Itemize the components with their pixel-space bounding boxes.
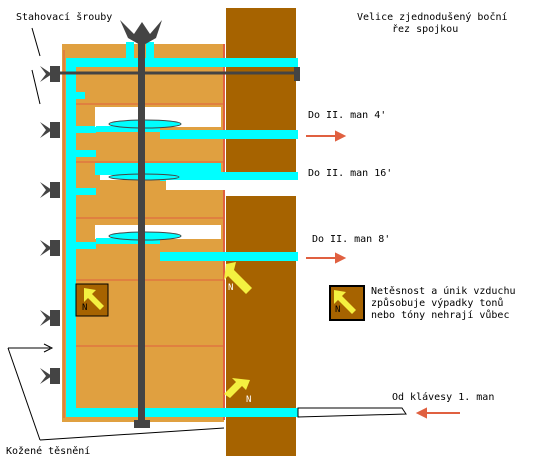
leak-mark-2: N <box>228 283 234 293</box>
input-label: Od klávesy 1. man <box>392 392 495 403</box>
leak-mark-legend: N <box>335 305 341 315</box>
screw-icon <box>40 182 60 198</box>
air-channels <box>66 42 298 417</box>
leak-arrow-icon <box>84 288 104 310</box>
top-screw-icon <box>120 20 162 428</box>
arrow-left-icon <box>415 407 460 419</box>
leak-indicator-2 <box>224 262 252 294</box>
title-line2: řez spojkou <box>392 24 459 35</box>
screw-icon <box>40 240 60 256</box>
seal-pointers <box>7 343 225 441</box>
arrow-right-icon <box>306 252 347 264</box>
side-screws <box>40 66 60 384</box>
screw-icon <box>40 66 60 82</box>
leak-indicator-3 <box>224 378 250 398</box>
central-rod <box>138 32 145 426</box>
valve-chamber-1 <box>95 107 221 132</box>
screw-icon <box>40 310 60 326</box>
dark-wood-gap <box>226 190 296 196</box>
leak-legend-line3: nebo tóny nehrají vůbec <box>371 310 510 321</box>
leak-legend-line2: způsobuje výpadky tonů <box>371 298 504 309</box>
title-line1: Velice zjednodušený boční <box>357 12 508 23</box>
leak-mark-3: N <box>246 395 252 405</box>
input-tube <box>297 407 407 418</box>
leak-arrow-icon <box>224 378 250 398</box>
leak-indicator-1 <box>75 283 109 317</box>
leak-mark-1: N <box>82 303 88 313</box>
output-label-16: Do II. man 16' <box>308 168 393 179</box>
legend-leak-box <box>329 285 365 321</box>
output-label-4: Do II. man 4' <box>308 110 387 121</box>
wood-layer-lines <box>76 103 224 347</box>
arrow-right-icon <box>306 130 347 142</box>
screw-label-pointers <box>31 27 41 105</box>
leak-arrow-icon <box>224 262 252 294</box>
screws-label: Stahovací šrouby <box>16 12 113 23</box>
top-bolt-nut <box>294 67 300 81</box>
leather-seal-label: Kožené těsnění <box>6 446 91 457</box>
screw-icon <box>40 122 60 138</box>
screw-icon <box>40 368 60 384</box>
output-label-8: Do II. man 8' <box>312 234 391 245</box>
valve-chamber-2 <box>95 163 298 190</box>
leak-legend-line1: Netěsnost a únik vzduchu <box>371 286 516 297</box>
output-arrows <box>306 130 460 419</box>
leak-arrow-icon <box>334 290 356 314</box>
